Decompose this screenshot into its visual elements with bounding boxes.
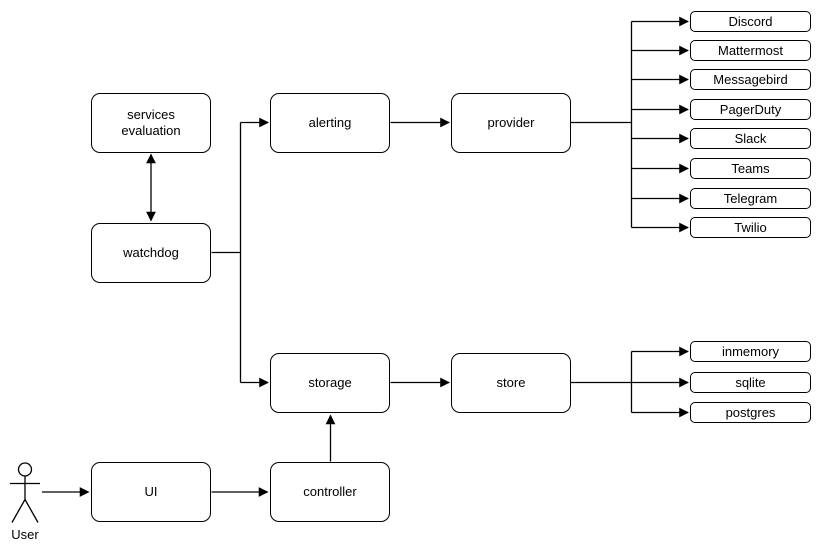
leaf-mattermost: Mattermost	[690, 40, 811, 61]
node-provider: provider	[451, 93, 571, 153]
node-alerting-label: alerting	[308, 115, 352, 131]
leaf-sqlite-label: sqlite	[735, 375, 766, 390]
leaf-pagerduty-label: PagerDuty	[719, 102, 782, 117]
node-store-label: store	[496, 375, 526, 391]
leaf-twilio: Twilio	[690, 217, 811, 238]
leaf-sqlite: sqlite	[690, 372, 811, 393]
node-watchdog: watchdog	[91, 223, 211, 283]
edge-provider-trunk	[570, 21, 633, 228]
leaf-messagebird-label: Messagebird	[713, 72, 788, 87]
leaf-postgres: postgres	[690, 402, 811, 423]
node-services-evaluation: services evaluation	[91, 93, 211, 153]
leaf-slack-label: Slack	[734, 131, 767, 146]
node-ui-label: UI	[144, 484, 158, 500]
node-watchdog-label: watchdog	[123, 245, 179, 261]
user-actor-label: User	[11, 527, 39, 542]
leaf-teams: Teams	[690, 158, 811, 179]
leaf-slack: Slack	[690, 128, 811, 149]
edge-watchdog-trunk	[211, 122, 242, 383]
node-ui: UI	[91, 462, 211, 522]
leaf-messagebird: Messagebird	[690, 69, 811, 90]
node-store: store	[451, 353, 571, 413]
node-storage: storage	[270, 353, 390, 413]
leaf-mattermost-label: Mattermost	[717, 43, 783, 58]
user-actor-icon	[10, 462, 40, 523]
leaf-telegram-label: Telegram	[723, 191, 778, 206]
node-alerting: alerting	[270, 93, 390, 153]
leaf-pagerduty: PagerDuty	[690, 99, 811, 120]
node-storage-label: storage	[308, 375, 352, 391]
leaf-inmemory-label: inmemory	[721, 344, 780, 359]
node-provider-label: provider	[487, 115, 535, 131]
node-services-evaluation-label: services evaluation	[121, 107, 181, 138]
leaf-inmemory: inmemory	[690, 341, 811, 362]
leaf-discord-label: Discord	[728, 14, 773, 29]
edge-store-trunk	[570, 351, 633, 413]
leaf-twilio-label: Twilio	[734, 220, 767, 235]
leaf-postgres-label: postgres	[725, 405, 776, 420]
node-controller: controller	[270, 462, 390, 522]
leaf-discord: Discord	[690, 11, 811, 32]
leaf-teams-label: Teams	[731, 161, 770, 176]
node-controller-label: controller	[303, 484, 357, 500]
leaf-telegram: Telegram	[690, 188, 811, 209]
